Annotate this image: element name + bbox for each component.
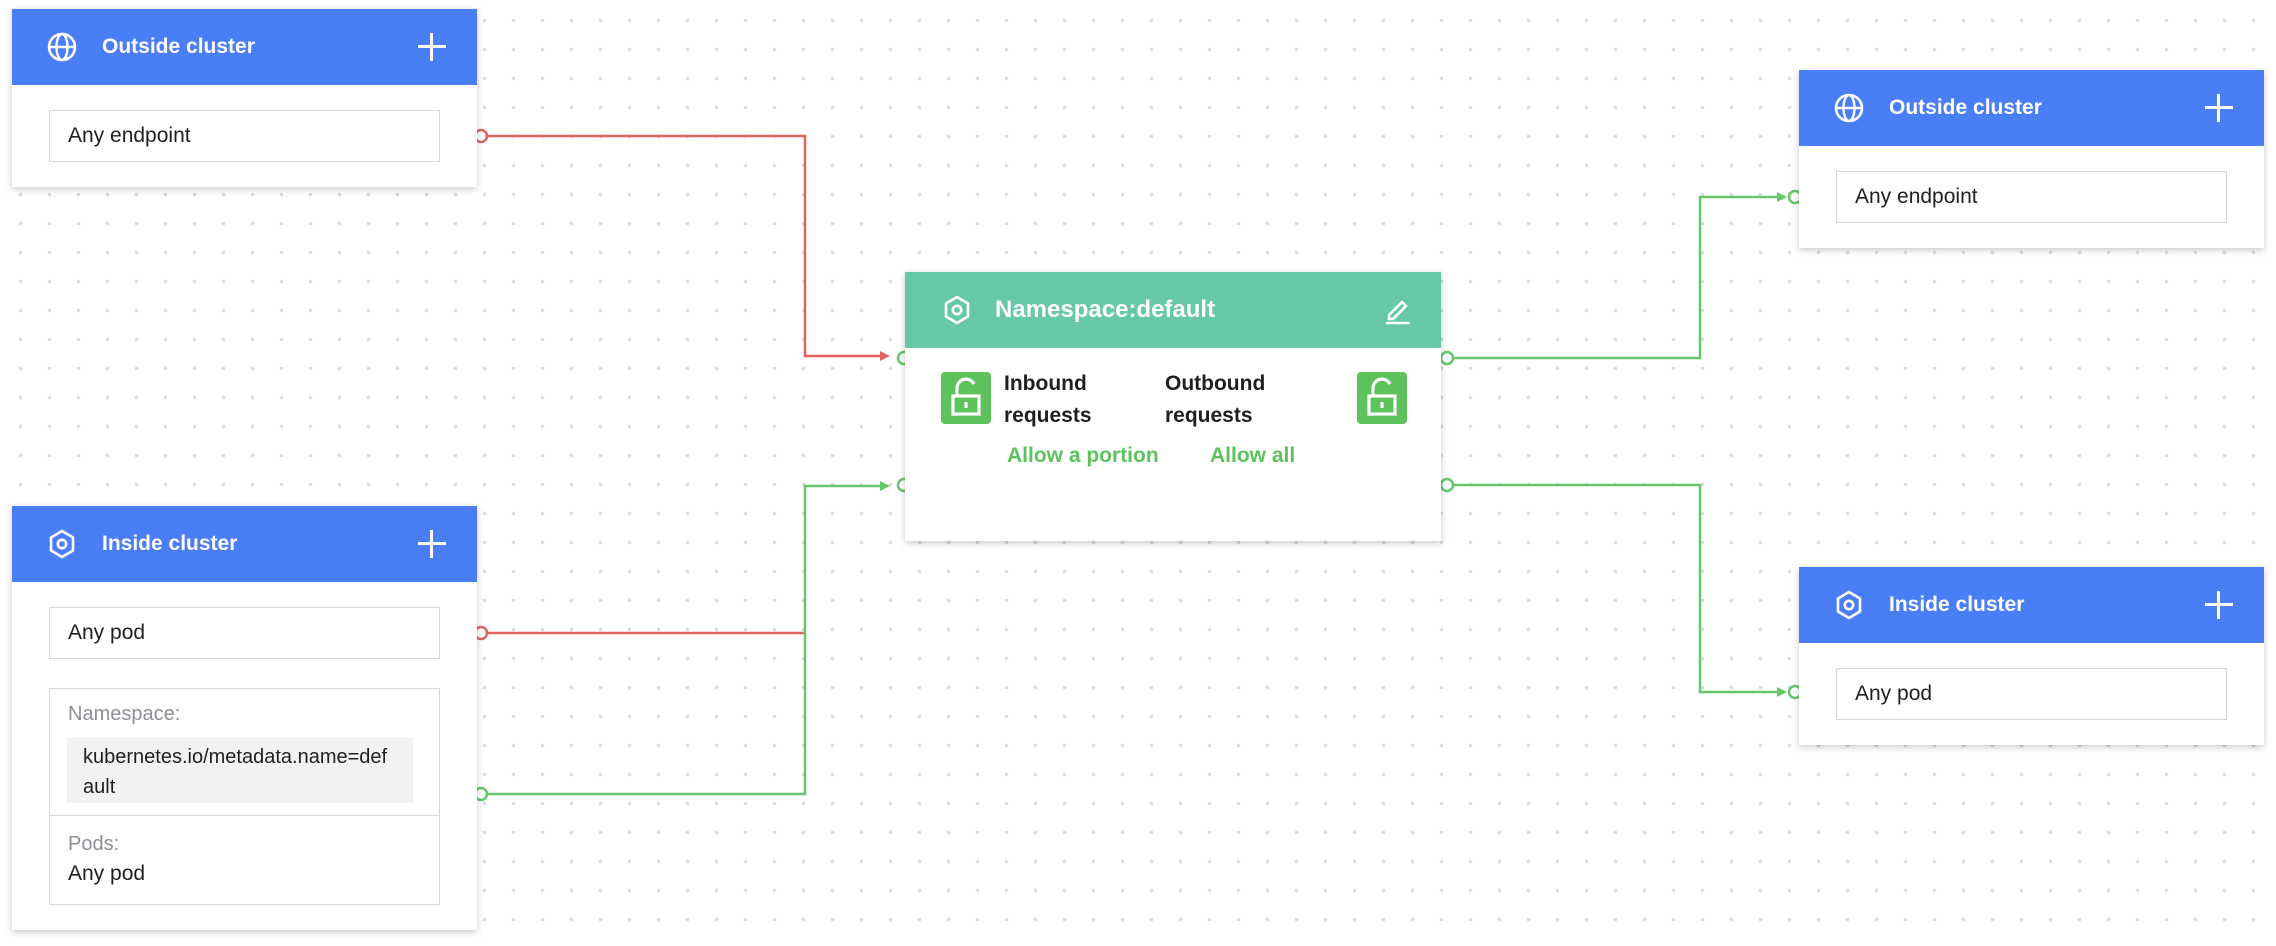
connection-allow-outbound-endpoint bbox=[1447, 192, 1787, 360]
pods-value: Any pod bbox=[68, 862, 146, 885]
edit-icon[interactable] bbox=[1383, 295, 1413, 325]
outbound-requests-label: Outbound requests bbox=[1165, 368, 1285, 432]
globe-icon bbox=[1834, 93, 1864, 123]
pods-label: Pods: bbox=[68, 833, 120, 855]
port-out-center-bottom[interactable] bbox=[1439, 477, 1455, 493]
inbound-requests-label: Inbound requests bbox=[1004, 368, 1114, 432]
card-header: Inside cluster bbox=[12, 506, 477, 582]
right-inside-cluster-card: Inside cluster Any pod bbox=[1799, 567, 2264, 745]
add-button[interactable] bbox=[415, 527, 449, 561]
pod-field[interactable]: Any pod bbox=[49, 607, 440, 659]
connection-allow-outbound-pod bbox=[1447, 483, 1787, 697]
card-title: Outside cluster bbox=[102, 35, 255, 58]
inbound-unlock-icon[interactable] bbox=[941, 372, 991, 424]
namespace-label: Namespace: bbox=[68, 703, 181, 725]
kubernetes-icon bbox=[944, 295, 970, 325]
card-header: Namespace:default bbox=[905, 272, 1441, 348]
connection-allow-namespace-selector bbox=[483, 481, 890, 796]
left-outside-cluster-card: Outside cluster Any endpoint bbox=[12, 9, 477, 187]
add-button[interactable] bbox=[2202, 91, 2236, 125]
kubernetes-icon bbox=[1836, 590, 1862, 620]
right-outside-cluster-card: Outside cluster Any endpoint bbox=[1799, 70, 2264, 248]
globe-icon bbox=[47, 32, 77, 62]
card-title: Inside cluster bbox=[102, 532, 238, 555]
add-button[interactable] bbox=[2202, 588, 2236, 622]
left-inside-cluster-card: Inside cluster Any pod Namespace: kubern… bbox=[12, 506, 477, 930]
inbound-status[interactable]: Allow a portion bbox=[1007, 444, 1159, 467]
outbound-status[interactable]: Allow all bbox=[1210, 444, 1296, 467]
endpoint-field[interactable]: Any endpoint bbox=[1836, 171, 2227, 223]
card-header: Inside cluster bbox=[1799, 567, 2264, 643]
card-title: Inside cluster bbox=[1889, 593, 2025, 616]
divider bbox=[50, 815, 439, 816]
card-header: Outside cluster bbox=[12, 9, 477, 85]
kubernetes-icon bbox=[49, 529, 75, 559]
add-button[interactable] bbox=[415, 30, 449, 64]
port-out-center-top[interactable] bbox=[1439, 350, 1455, 366]
namespace-value: kubernetes.io/metadata.name=default bbox=[67, 737, 413, 803]
namespace-default-card: Namespace:default Inbound requests Allow… bbox=[905, 272, 1441, 541]
inbound-label-text: Inbound requests bbox=[1004, 372, 1092, 427]
card-title: Namespace:default bbox=[995, 296, 1216, 323]
pod-field[interactable]: Any pod bbox=[1836, 668, 2227, 720]
card-title: Outside cluster bbox=[1889, 96, 2042, 119]
card-body: Inbound requests Allow a portion Outboun… bbox=[905, 348, 1441, 541]
outbound-unlock-icon[interactable] bbox=[1357, 372, 1407, 424]
connection-deny-outside-endpoint bbox=[483, 134, 890, 361]
namespace-selector-panel[interactable]: Namespace: kubernetes.io/metadata.name=d… bbox=[49, 688, 440, 905]
outbound-label-text: Outbound requests bbox=[1165, 372, 1266, 427]
card-header: Outside cluster bbox=[1799, 70, 2264, 146]
endpoint-field[interactable]: Any endpoint bbox=[49, 110, 440, 162]
